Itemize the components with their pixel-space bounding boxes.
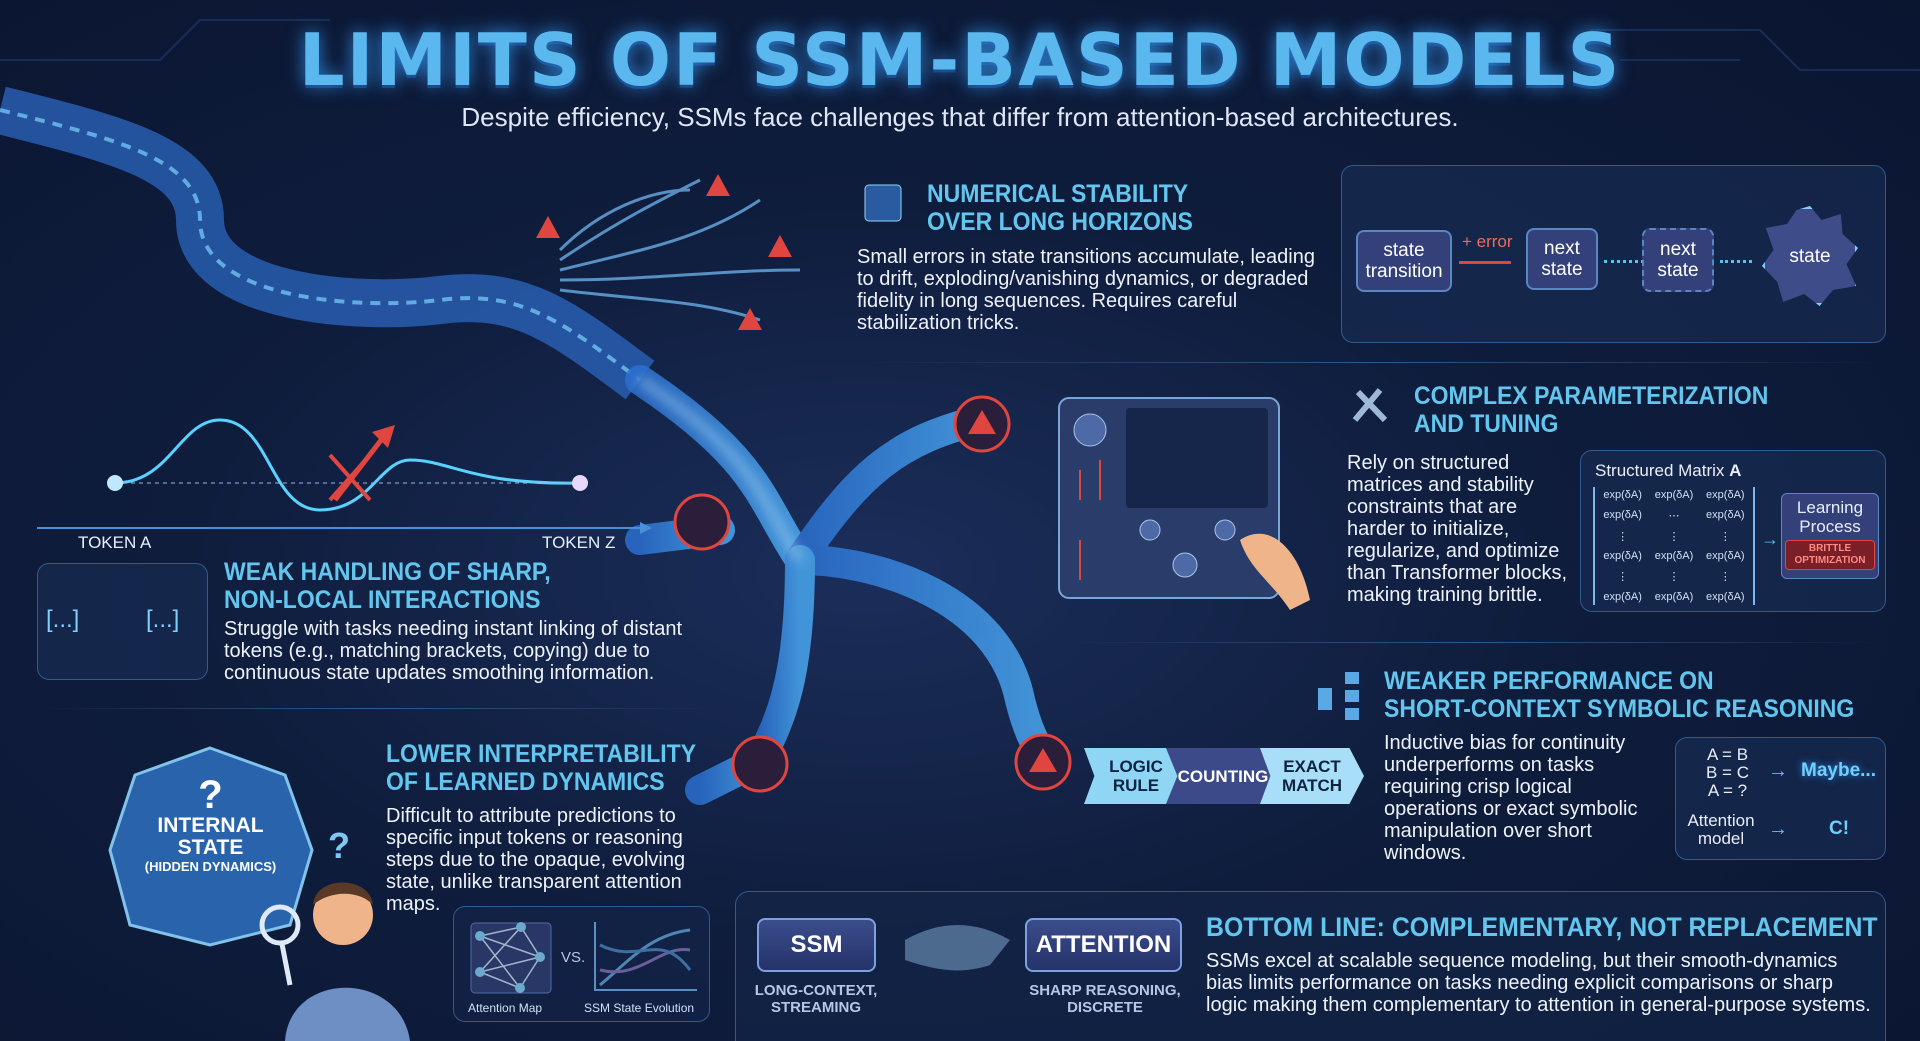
interpretability-section: LOWER INTERPRETABILITY OF LEARNED DYNAMI… <box>386 740 723 796</box>
orb-text: (HIDDEN DYNAMICS) <box>144 859 277 874</box>
symbolic-reasoning-text: Inductive bias for continuity underperfo… <box>1384 732 1638 864</box>
matrix-cell: exp(δA) <box>1603 550 1642 563</box>
question-mark-icon: ? <box>328 825 350 866</box>
divider <box>1060 642 1886 643</box>
wrench-icon <box>1352 388 1388 423</box>
matrix-cell: exp(δA) <box>1603 489 1642 501</box>
token-a-node <box>107 475 123 491</box>
state-transition-box: state transition <box>1356 230 1452 292</box>
numerical-stability-text: Small errors in state transitions accumu… <box>857 246 1315 334</box>
person-avatar <box>313 885 373 945</box>
section-heading: OF LEARNED DYNAMICS <box>386 768 665 796</box>
complex-parameterization-text: Rely on structured matrices and stabilit… <box>1347 452 1568 606</box>
right-bracket-token: [...] <box>146 606 180 633</box>
interpretability-text: Difficult to attribute predictions to sp… <box>386 805 686 915</box>
state-wave <box>114 418 581 512</box>
next-state-box-degraded: next state <box>1642 228 1714 292</box>
reasoning-comparison-panel: A = B B = C A = ? → Maybe... Attention m… <box>1675 737 1886 860</box>
dotted-arrow <box>1604 260 1644 263</box>
matrix-cell: exp(δA) <box>1654 550 1694 563</box>
chevron-counting: COUNTING <box>1166 748 1280 804</box>
matrix-title: Structured Matrix <box>1595 461 1725 480</box>
token-z-node <box>572 475 588 491</box>
ssm-answer: Maybe... <box>1801 760 1876 781</box>
matrix-cell: exp(δA) <box>1654 489 1694 501</box>
page-title: LIMITS OF SSM-BASED MODELS <box>298 18 1622 102</box>
symbolic-reasoning-section: WEAKER PERFORMANCE ON SHORT-CONTEXT SYMB… <box>1384 667 1895 723</box>
orb-text: INTERNAL <box>157 814 264 837</box>
matrix-cell: exp(δA) <box>1706 508 1745 521</box>
token-z-label: TOKEN Z <box>542 533 616 552</box>
matrix-cell: exp(δA) <box>1706 489 1745 501</box>
error-accumulation-diagram: state transition + error next state next… <box>1341 165 1886 343</box>
vs-label: VS. <box>561 949 586 966</box>
learning-process-label: Learning Process <box>1796 498 1864 536</box>
divider <box>860 362 1886 363</box>
warning-icon <box>536 174 792 330</box>
matrix-cell: exp(δA) <box>1654 590 1694 603</box>
section-heading: WEAKER PERFORMANCE ON <box>1384 667 1714 695</box>
error-label: + error <box>1462 232 1513 251</box>
matrix-cell: exp(δA) <box>1706 590 1745 603</box>
exploded-state-shape: state <box>1762 206 1858 306</box>
weak-handling-text: Struggle with tasks needing instant link… <box>224 618 683 684</box>
divider <box>37 708 717 709</box>
chevron-exact-match: EXACT MATCH <box>1260 748 1364 804</box>
attention-badge: ATTENTION <box>1025 918 1182 972</box>
equation: A = ? <box>1707 781 1748 800</box>
orb-text: STATE <box>177 836 244 859</box>
magnifier-icon <box>259 904 301 946</box>
complex-parameterization-section: COMPLEX PARAMETERIZATION AND TUNING <box>1414 382 1799 438</box>
section-heading: COMPLEX PARAMETERIZATION <box>1414 382 1769 410</box>
matrix-symbol: A <box>1729 461 1742 480</box>
section-heading: WEAK HANDLING OF SHARP, <box>224 558 551 586</box>
bottom-line-panel <box>735 891 1886 1041</box>
ssm-evolution-caption: SSM State Evolution <box>584 1001 695 1015</box>
left-bracket-token: [...] <box>46 606 80 633</box>
equation: A = B <box>1706 745 1749 764</box>
internal-state-label: ? INTERNAL STATE (HIDDEN DYNAMICS) <box>118 775 303 874</box>
arrow-icon: → <box>1768 760 1788 782</box>
error-node <box>673 493 731 551</box>
arrow-icon: → <box>1768 818 1788 840</box>
section-heading: AND TUNING <box>1414 410 1559 438</box>
matrix-cell: exp(δA) <box>1603 590 1642 603</box>
numerical-stability-section: NUMERICAL STABILITY OVER LONG HORIZONS <box>927 180 1216 236</box>
structured-matrix-panel: Structured Matrix A exp(δA) exp(δA) exp(δA… <box>1580 450 1886 612</box>
chip-icon <box>864 184 902 222</box>
error-arrow <box>1459 261 1511 264</box>
attention-map-caption: Attention Map <box>468 1001 543 1015</box>
ssm-badge: SSM <box>757 918 876 972</box>
matrix-cell: exp(δA) <box>1603 508 1642 521</box>
matrix-cell: exp(δA) <box>1706 550 1745 563</box>
section-heading: OVER LONG HORIZONS <box>927 208 1193 236</box>
learning-process-box: Learning Process BRITTLE OPTIMIZATION <box>1781 493 1879 579</box>
attention-caption: SHARP REASONING, DISCRETE <box>1029 982 1181 1016</box>
matrix-grid: exp(δA)exp(δA)exp(δA) exp(δA)⋯exp(δA) ⋮⋮… <box>1593 487 1755 605</box>
attention-model-label: Attention model <box>1687 811 1755 848</box>
next-state-box: next state <box>1526 228 1598 290</box>
section-heading: SHORT-CONTEXT SYMBOLIC REASONING <box>1384 695 1855 723</box>
ssm-caption: LONG-CONTEXT, STREAMING <box>754 982 878 1016</box>
bottom-line-heading: BOTTOM LINE: COMPLEMENTARY, NOT REPLACEM… <box>1206 912 1878 942</box>
attribution-node <box>731 735 789 793</box>
arrow-icon: → <box>1761 529 1779 549</box>
hierarchy-icon <box>1318 672 1359 720</box>
token-a-label: TOKEN A <box>78 533 152 552</box>
internal-state-orb <box>108 746 314 947</box>
question-mark-icon: ? <box>198 773 223 817</box>
section-heading: NON-LOCAL INTERACTIONS <box>224 586 541 614</box>
bottom-line-text: SSMs excel at scalable sequence modeling… <box>1206 950 1871 1016</box>
brackets-illustration: [...] [...] <box>37 563 208 680</box>
page-subtitle: Despite efficiency, SSMs face challenges… <box>461 102 1459 132</box>
attention-vs-ssm-panel: Attention Map VS. SSM State Evolution <box>453 906 710 1022</box>
brittle-badge: BRITTLE OPTIMIZATION <box>1785 540 1875 570</box>
sequence-road <box>0 86 655 400</box>
attention-answer: C! <box>1829 818 1850 839</box>
equation: B = C <box>1706 763 1749 782</box>
dotted-arrow <box>1720 260 1752 263</box>
weak-handling-section: WEAK HANDLING OF SHARP, NON-LOCAL INTERA… <box>224 558 579 614</box>
section-heading: LOWER INTERPRETABILITY <box>386 740 697 768</box>
section-heading: NUMERICAL STABILITY <box>927 180 1189 208</box>
